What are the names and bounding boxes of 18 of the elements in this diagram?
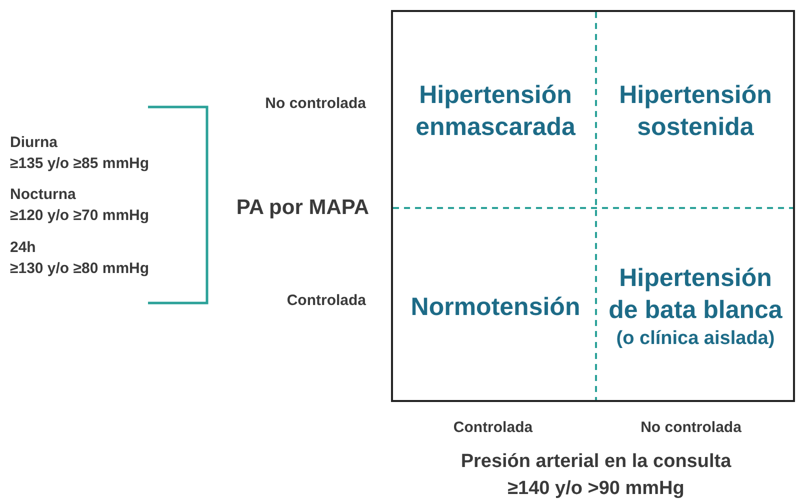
row-label: No controlada — [265, 95, 366, 112]
matrix-frame — [391, 10, 795, 402]
threshold-text: ≥130 y/o ≥80 mmHg — [10, 260, 150, 277]
axis-title: PA por MAPA — [236, 196, 369, 220]
column-label: Controlada — [452, 418, 534, 438]
quadrant-title: Hipertensión enmascarada — [414, 80, 576, 143]
quadrant-title: Normotensión — [410, 292, 582, 323]
quadrant-subtitle: (o clínica aislada) — [615, 327, 776, 351]
threshold-text: ≥135 y/o ≥85 mmHg — [10, 155, 150, 172]
quadrant-title: Hipertensión sostenida — [618, 80, 773, 143]
criterion-label: Nocturna — [10, 186, 76, 203]
criterion-label: 24h — [10, 239, 36, 256]
threshold-text: ≥120 y/o ≥70 mmHg — [10, 207, 150, 224]
criterion-label: Diurna — [10, 134, 58, 151]
row-label: Controlada — [286, 292, 366, 309]
axis-title: Presión arterial en la consulta ≥140 y/o >90 mmHg — [460, 450, 732, 499]
quadrant-title: Hipertensión de bata blanca — [608, 263, 783, 326]
column-label: No controlada — [640, 418, 742, 438]
